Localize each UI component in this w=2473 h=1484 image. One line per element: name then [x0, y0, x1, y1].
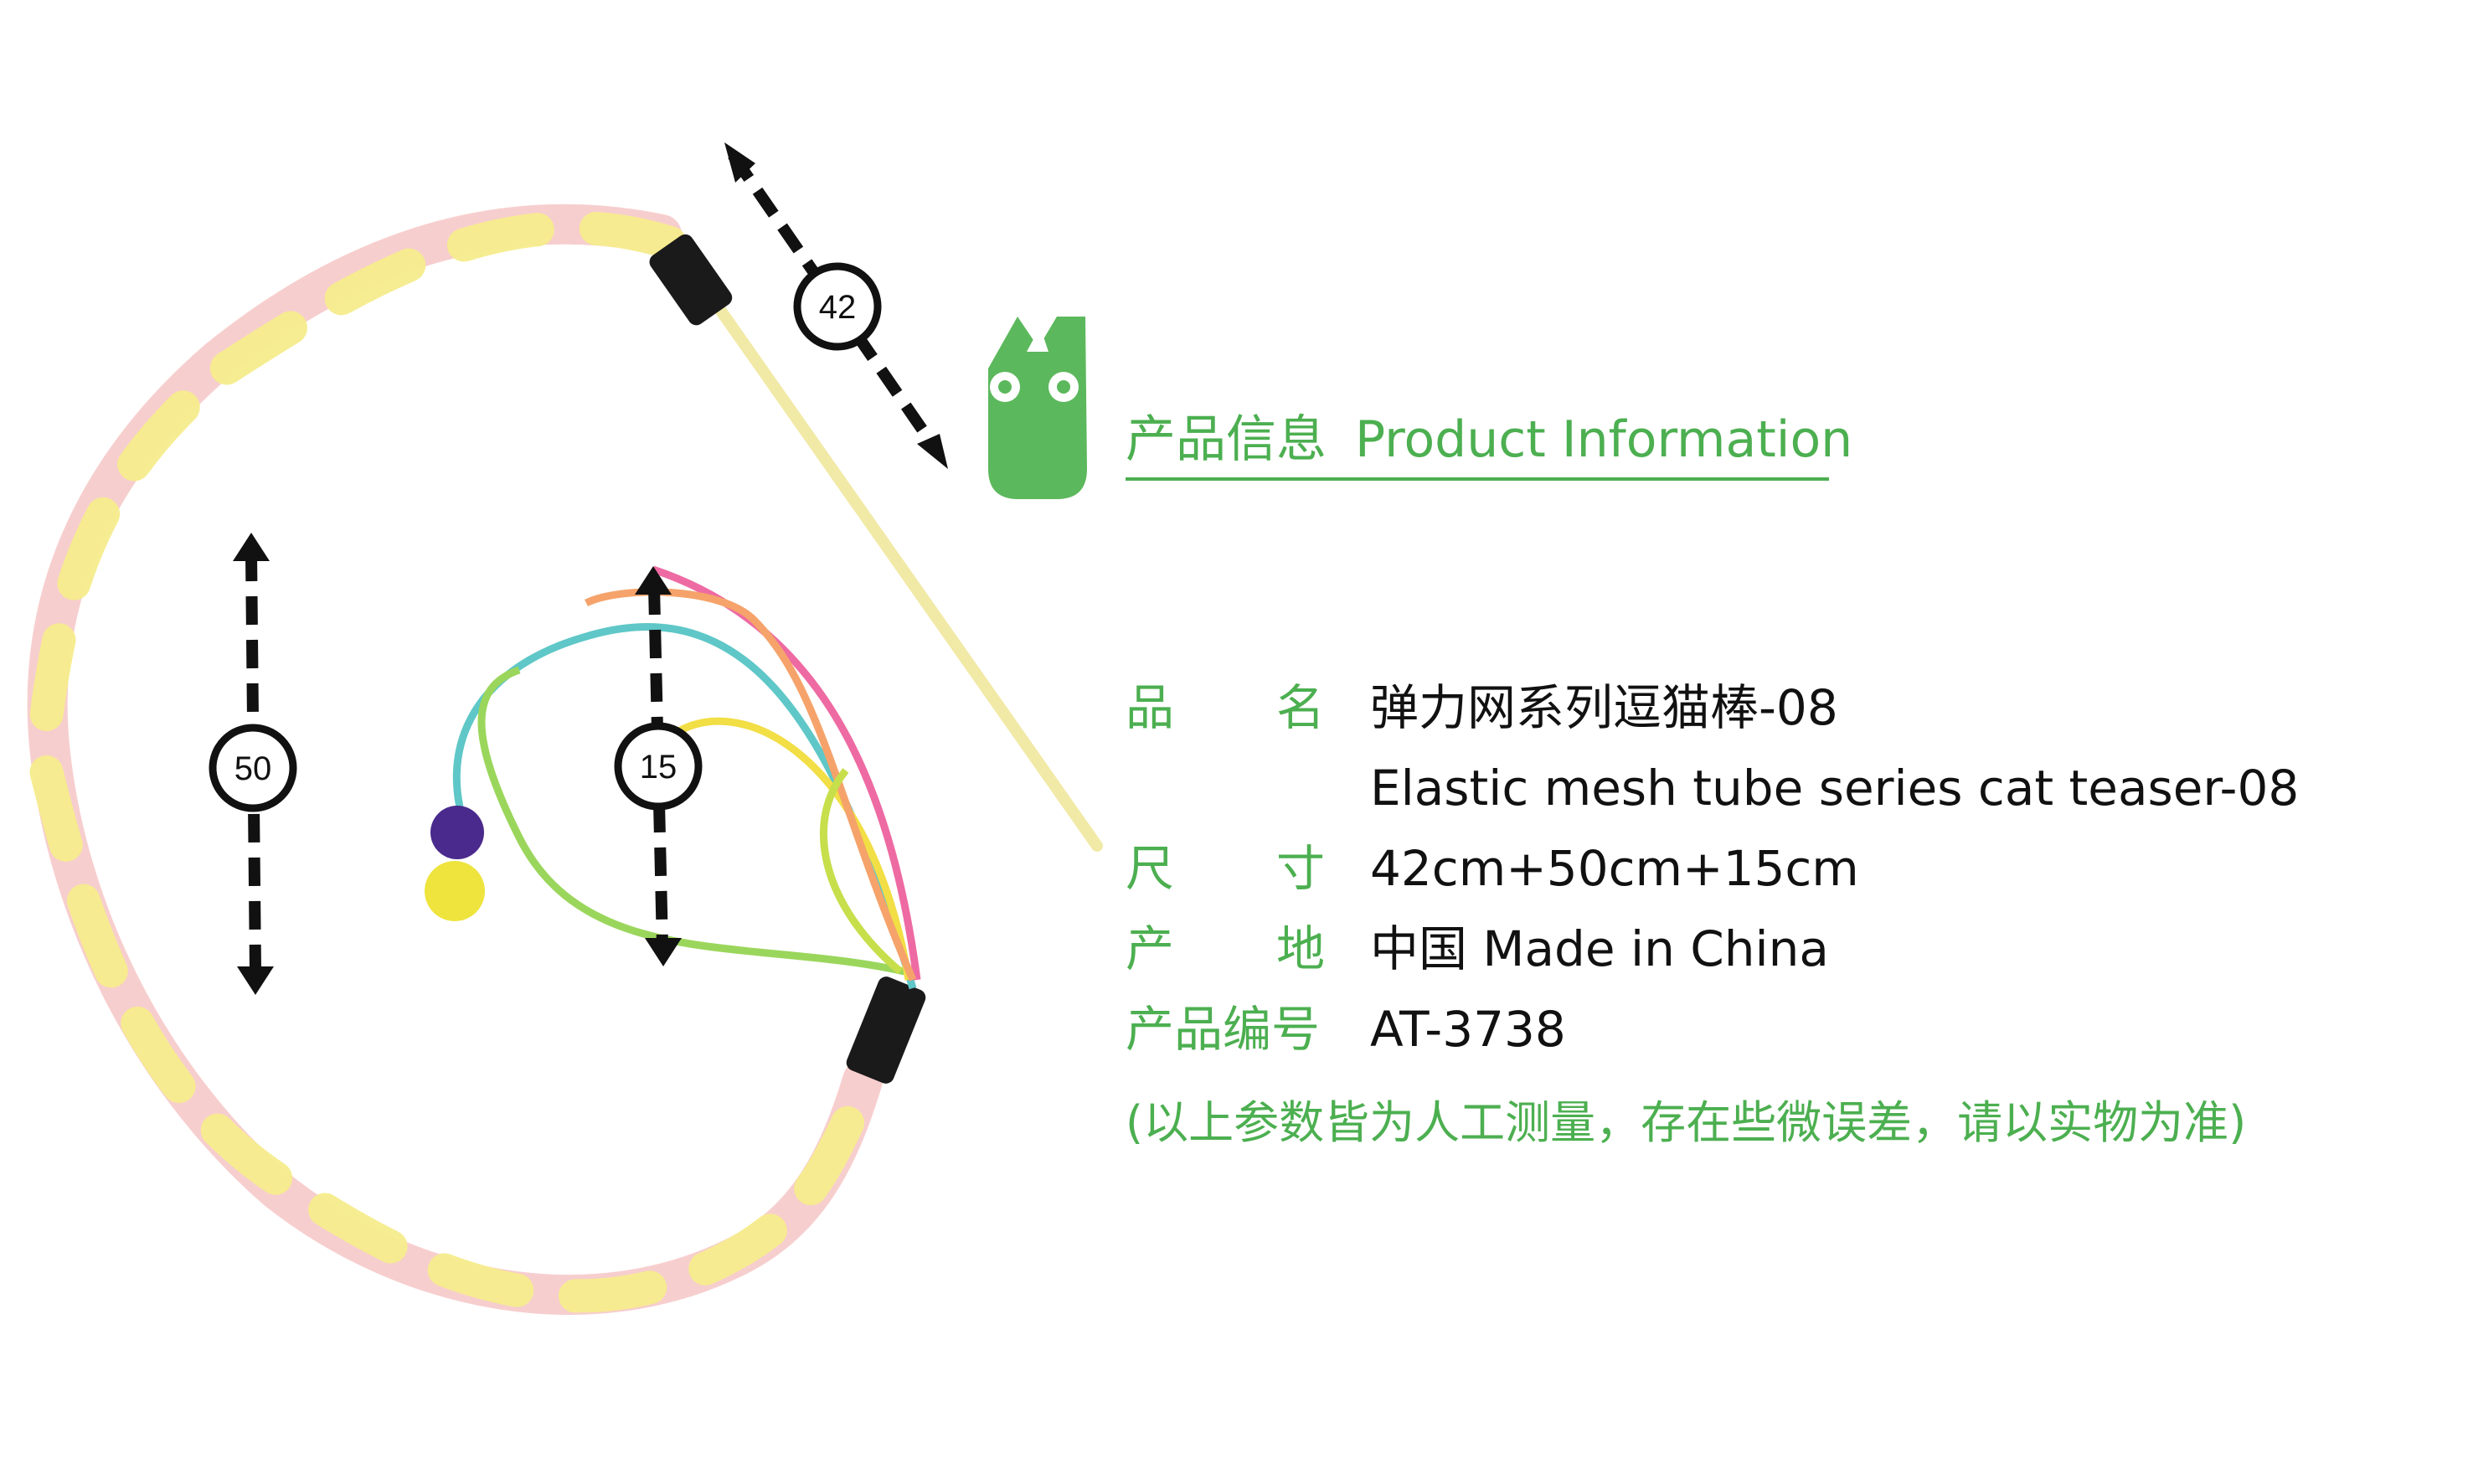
heading-zh: 产品信息	[1126, 410, 1327, 469]
dim-label-50: 50	[234, 750, 272, 787]
dim-label-42: 42	[819, 289, 857, 326]
measurement-note: (以上参数皆为人工测量，存在些微误差，请以实物为准)	[1126, 1096, 2247, 1149]
dim-label-15: 15	[640, 749, 677, 786]
arrowhead-42-top	[724, 142, 755, 183]
arrowhead-15-top	[635, 566, 672, 595]
arrowhead-50-top	[233, 533, 270, 561]
dim-badge-42	[793, 262, 882, 351]
heading-underline	[1126, 477, 1829, 481]
ribbon-yellow	[667, 717, 913, 981]
pompom-purple	[430, 806, 484, 859]
dim-arrow-50	[245, 552, 261, 972]
pompom-yellow	[425, 861, 485, 921]
rod-cap-top	[649, 234, 733, 326]
dim-badge-50	[209, 724, 297, 812]
info-value: AT-3738	[1370, 1001, 1566, 1058]
rod-cap-bottom	[846, 976, 926, 1084]
mesh-tube-yellow	[24, 211, 888, 1313]
info-value: 42cm+50cm+15cm	[1370, 840, 1859, 897]
cat-logo-icon	[988, 317, 1087, 499]
section-heading: 产品信息 Product Information	[1126, 399, 1852, 471]
arrowhead-50-bottom	[237, 966, 274, 995]
arrowhead-42-bottom	[917, 434, 948, 469]
heading-en: Product Information	[1355, 410, 1853, 469]
info-value: Elastic mesh tube series cat teaser-08	[1370, 760, 2300, 817]
arrowhead-15-bottom	[645, 938, 682, 966]
info-value: 弹力网系列逗猫棒-08	[1370, 679, 1838, 736]
dim-badge-15	[614, 722, 703, 811]
ribbon-green	[477, 666, 905, 976]
rod-stick	[714, 304, 1103, 852]
info-value: 中国 Made in China	[1370, 920, 1829, 977]
ribbon-lime	[820, 768, 903, 975]
